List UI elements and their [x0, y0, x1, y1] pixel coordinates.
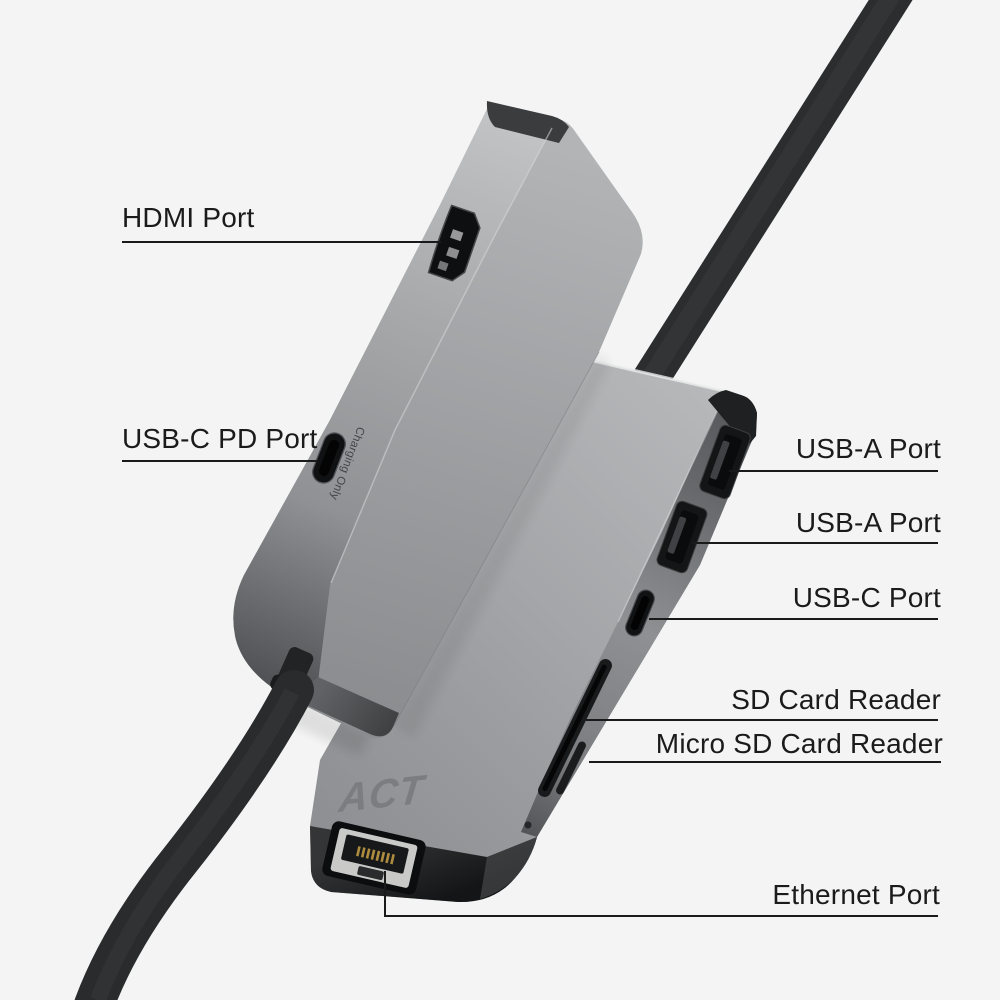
upper-device-face: [233, 103, 643, 739]
lower-device-face: [310, 351, 757, 903]
upper-device-bottom-shadow: [284, 700, 372, 756]
lower-device-crease-highlight: [617, 400, 723, 623]
callout-label-usb-c-port: USB-C Port: [792, 582, 941, 613]
usb-a-port-1: [699, 424, 751, 500]
lower-device-corner-sheen: [480, 837, 537, 899]
pinhole: [524, 821, 532, 829]
callout-label-ethernet-port: Ethernet Port: [772, 879, 940, 910]
callout-label-usb-a-port-1: USB-A Port: [795, 433, 941, 464]
micro-sd-card-slot: [556, 741, 586, 795]
hub-body-lower: ACT: [310, 349, 757, 903]
sd-card-slot: [538, 659, 612, 797]
usb-cable-lower-segment: [74, 647, 314, 1000]
upper-device-port-edge: [233, 103, 553, 701]
upper-device-crease-highlight: [330, 127, 553, 584]
callout-line-ethernet: [384, 871, 938, 917]
callout-label-sd-card-reader: SD Card Reader: [731, 684, 941, 715]
upper-device-shadow: [394, 352, 610, 738]
usb-c-pd-port: [311, 432, 347, 484]
usb-a-port-2: [656, 500, 708, 574]
callout-label-usb-c-pd-port: USB-C PD Port: [122, 423, 318, 454]
upper-device-seam: [393, 351, 600, 727]
ethernet-pins: [356, 846, 395, 865]
upper-device-top-cap: [486, 101, 569, 143]
usb-cable-upper-segment: [634, 0, 913, 390]
usb-c-port: [625, 589, 655, 637]
callout-label-hdmi-port: HDMI Port: [122, 202, 255, 233]
hdmi-port: [427, 204, 481, 282]
callout-label-micro-sd-card-reader: Micro SD Card Reader: [655, 728, 943, 759]
callout-lines: [122, 241, 941, 917]
ethernet-port: [322, 821, 426, 895]
hub-body-upper: Charging Only: [233, 101, 643, 739]
callout-label-usb-a-port-2: USB-A Port: [795, 507, 941, 538]
upper-device-bottom-band: [300, 677, 399, 737]
brand-logo: ACT: [336, 766, 429, 821]
